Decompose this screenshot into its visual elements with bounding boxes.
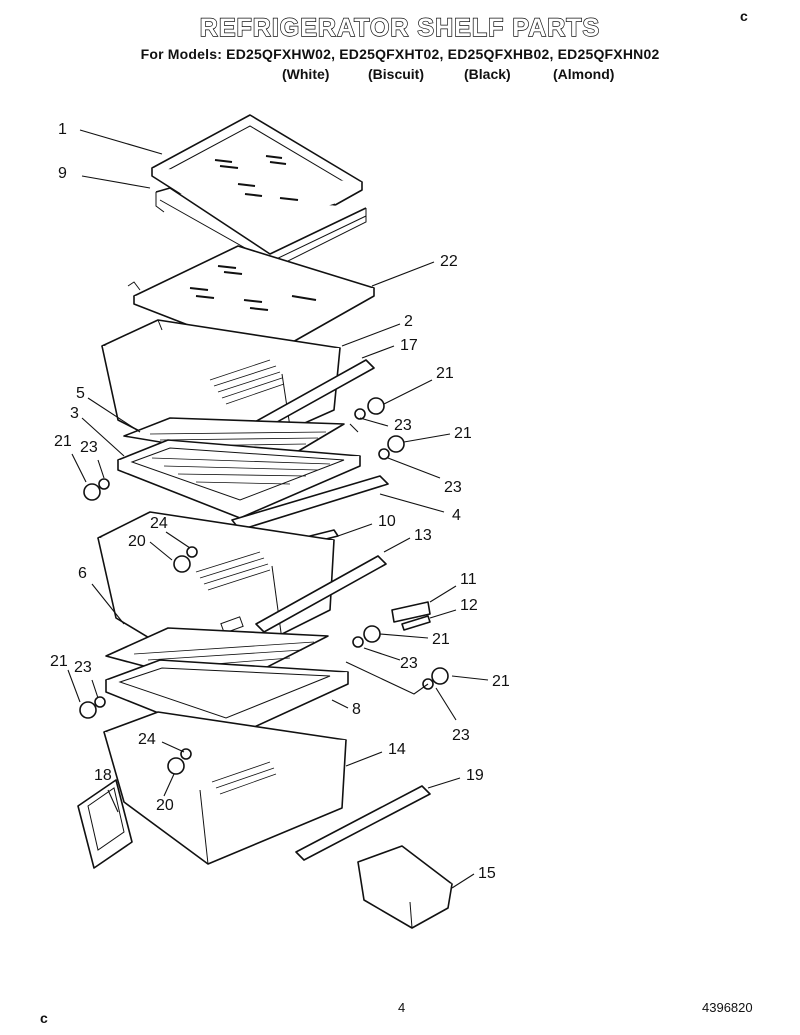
callout-9: 9 bbox=[58, 165, 67, 182]
callout-18: 18 bbox=[94, 767, 112, 784]
callout-2: 2 bbox=[404, 313, 413, 330]
callout-17: 17 bbox=[400, 337, 418, 354]
callout-11: 11 bbox=[460, 571, 477, 588]
bin-15 bbox=[357, 845, 453, 929]
callout-12: 12 bbox=[460, 597, 478, 614]
callout-4: 4 bbox=[452, 507, 461, 524]
callout-21c: 21 bbox=[54, 433, 72, 450]
color-biscuit: (Biscuit) bbox=[368, 66, 424, 82]
callout-21b: 21 bbox=[454, 425, 472, 442]
rail-19 bbox=[295, 785, 431, 861]
callout-numbers: 1 9 22 2 17 21 23 21 23 5 3 21 23 4 24 2… bbox=[50, 121, 510, 882]
rail-13 bbox=[255, 555, 387, 633]
callout-20a: 20 bbox=[128, 533, 146, 550]
page-number: 4 bbox=[398, 1000, 406, 1015]
clip-11-12 bbox=[391, 601, 431, 631]
callout-22: 22 bbox=[440, 253, 458, 270]
callout-23d: 23 bbox=[400, 655, 418, 672]
callout-15: 15 bbox=[478, 865, 496, 882]
callout-24a: 24 bbox=[150, 515, 168, 532]
callout-21a: 21 bbox=[436, 365, 454, 382]
callout-1: 1 bbox=[58, 121, 67, 138]
callout-23c: 23 bbox=[80, 439, 98, 456]
callout-8: 8 bbox=[352, 701, 361, 718]
callout-19: 19 bbox=[466, 767, 484, 784]
panel-18 bbox=[77, 779, 133, 869]
callout-23b: 23 bbox=[444, 479, 462, 496]
color-white: (White) bbox=[282, 66, 330, 82]
callout-20b: 20 bbox=[156, 797, 174, 814]
models-line: For Models: ED25QFXHW02, ED25QFXHT02, ED… bbox=[140, 46, 660, 62]
callout-23a: 23 bbox=[394, 417, 412, 434]
callout-21e: 21 bbox=[492, 673, 510, 690]
callout-23e: 23 bbox=[452, 727, 470, 744]
color-almond: (Almond) bbox=[553, 66, 615, 82]
leader-lines bbox=[67, 129, 489, 889]
document-number: 4396820 bbox=[702, 1000, 753, 1015]
crisper-cover-lower bbox=[105, 627, 349, 741]
callout-23f: 23 bbox=[74, 659, 92, 676]
page-title: REFRIGERATOR SHELF PARTS bbox=[199, 13, 601, 42]
corner-mark-top: c bbox=[740, 8, 748, 24]
callout-14: 14 bbox=[388, 741, 406, 758]
corner-mark-bottom: c bbox=[40, 1010, 48, 1026]
crisper-cover-upper bbox=[117, 417, 361, 519]
shelf-frame bbox=[155, 187, 367, 271]
callout-6: 6 bbox=[78, 565, 87, 582]
callout-3: 3 bbox=[70, 405, 79, 422]
color-black: (Black) bbox=[464, 66, 511, 82]
callout-10: 10 bbox=[378, 513, 396, 530]
callout-24b: 24 bbox=[138, 731, 156, 748]
roller-hardware bbox=[79, 397, 449, 775]
callout-21f: 21 bbox=[50, 653, 68, 670]
callout-21d: 21 bbox=[432, 631, 450, 648]
callout-5: 5 bbox=[76, 385, 85, 402]
callout-13: 13 bbox=[414, 527, 432, 544]
crisper-pan-lower bbox=[103, 711, 347, 865]
